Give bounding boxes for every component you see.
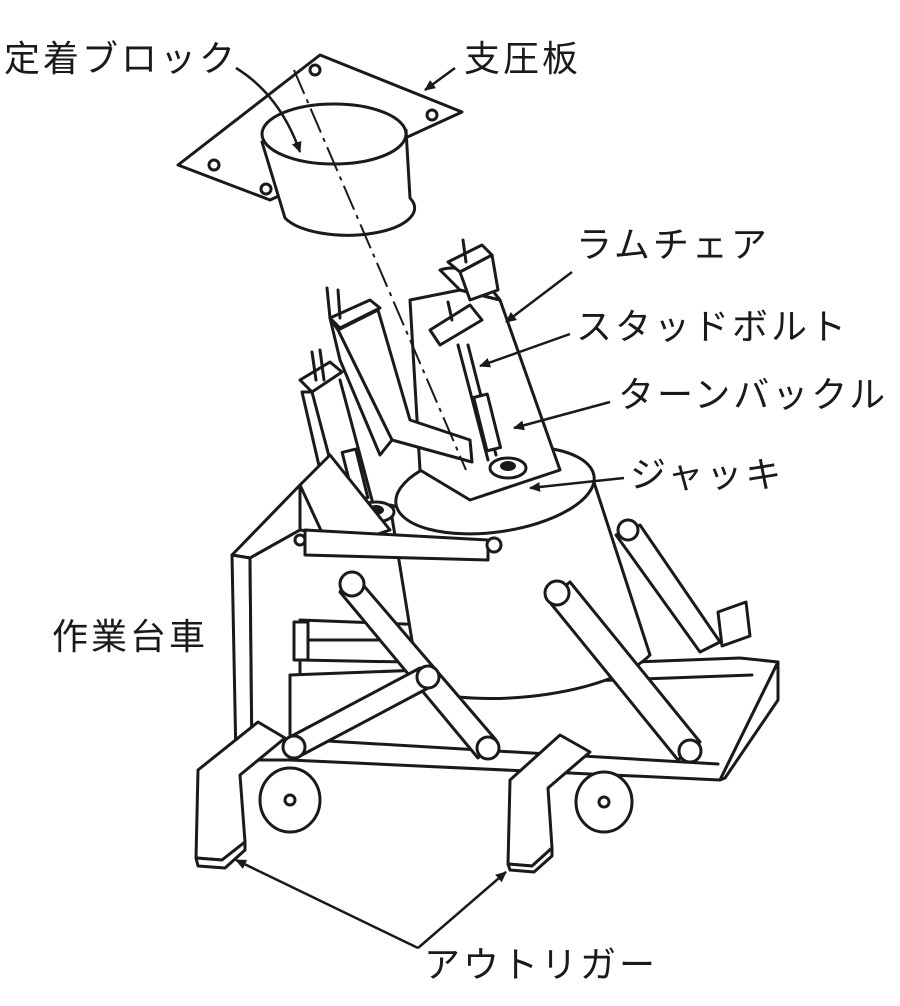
label-work-cart: 作業台車 <box>52 617 209 658</box>
label-stud-bolt: スタッドボルト <box>576 307 850 348</box>
linkage <box>281 518 722 764</box>
turnbuckles <box>340 392 503 503</box>
label-anchor-block: 定着ブロック <box>4 39 239 80</box>
label-bearing-plate: 支圧板 <box>464 39 582 80</box>
center-axis <box>293 69 467 471</box>
ram-chair-frame <box>298 243 500 472</box>
label-outrigger: アウトリガー <box>424 945 659 986</box>
label-ram-chair: ラムチェア <box>576 225 770 266</box>
label-jack: ジャッキ <box>630 455 785 496</box>
label-turnbuckle: ターンバックル <box>618 375 889 416</box>
outriggers <box>194 720 592 874</box>
anchor-block <box>260 102 417 237</box>
jack-side-plate <box>293 453 503 562</box>
leader-arrows <box>235 66 625 950</box>
wheels <box>258 766 634 834</box>
